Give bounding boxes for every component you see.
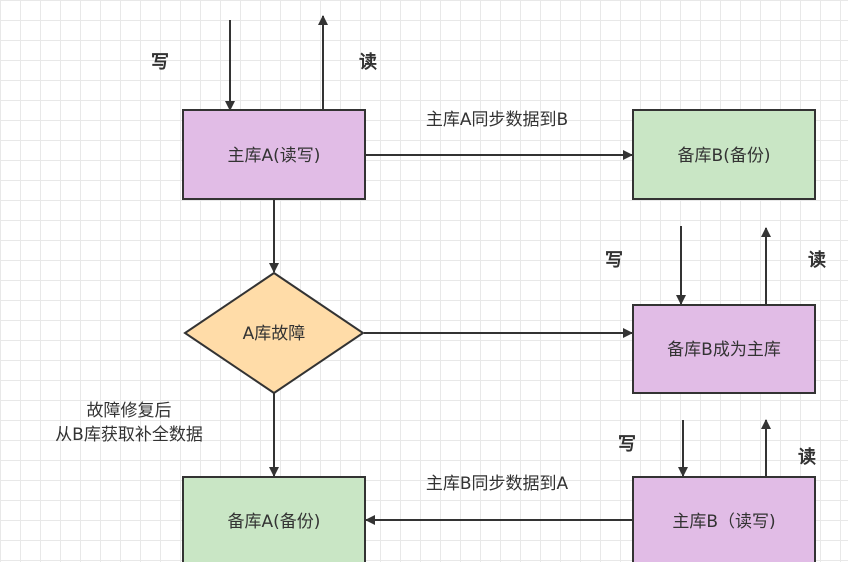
- edge-label-repair-line1: 故障修复后: [87, 401, 172, 421]
- node-backup-b: 备库B(备份): [632, 109, 816, 200]
- node-backup-a: 备库A(备份): [182, 476, 366, 562]
- write-label-master-b: 写: [618, 434, 636, 455]
- read-label-b-master: 读: [808, 249, 826, 271]
- edge-label-sync-a-to-b: 主库A同步数据到B: [426, 110, 568, 130]
- node-backup-b-label: 备库B(备份): [678, 146, 771, 166]
- node-master-a-label: 主库A(读写): [228, 146, 321, 166]
- read-label-master-a: 读: [359, 51, 377, 73]
- node-b-becomes-master: 备库B成为主库: [632, 304, 816, 394]
- node-b-becomes-master-label: 备库B成为主库: [667, 340, 781, 360]
- node-master-a: 主库A(读写): [182, 109, 366, 200]
- node-master-b: 主库B（读写): [632, 476, 816, 562]
- edge-label-repair-line2: 从B库获取补全数据: [55, 425, 203, 445]
- write-label-master-a: 写: [151, 52, 169, 73]
- node-a-failure: A库故障: [183, 271, 365, 395]
- edge-label-sync-b-to-a: 主库B同步数据到A: [426, 474, 569, 494]
- node-backup-a-label: 备库A(备份): [228, 512, 321, 532]
- node-a-failure-label: A库故障: [243, 324, 306, 344]
- node-master-b-label: 主库B（读写): [672, 512, 775, 532]
- write-label-b-master: 写: [605, 250, 623, 271]
- read-label-master-b: 读: [798, 446, 816, 468]
